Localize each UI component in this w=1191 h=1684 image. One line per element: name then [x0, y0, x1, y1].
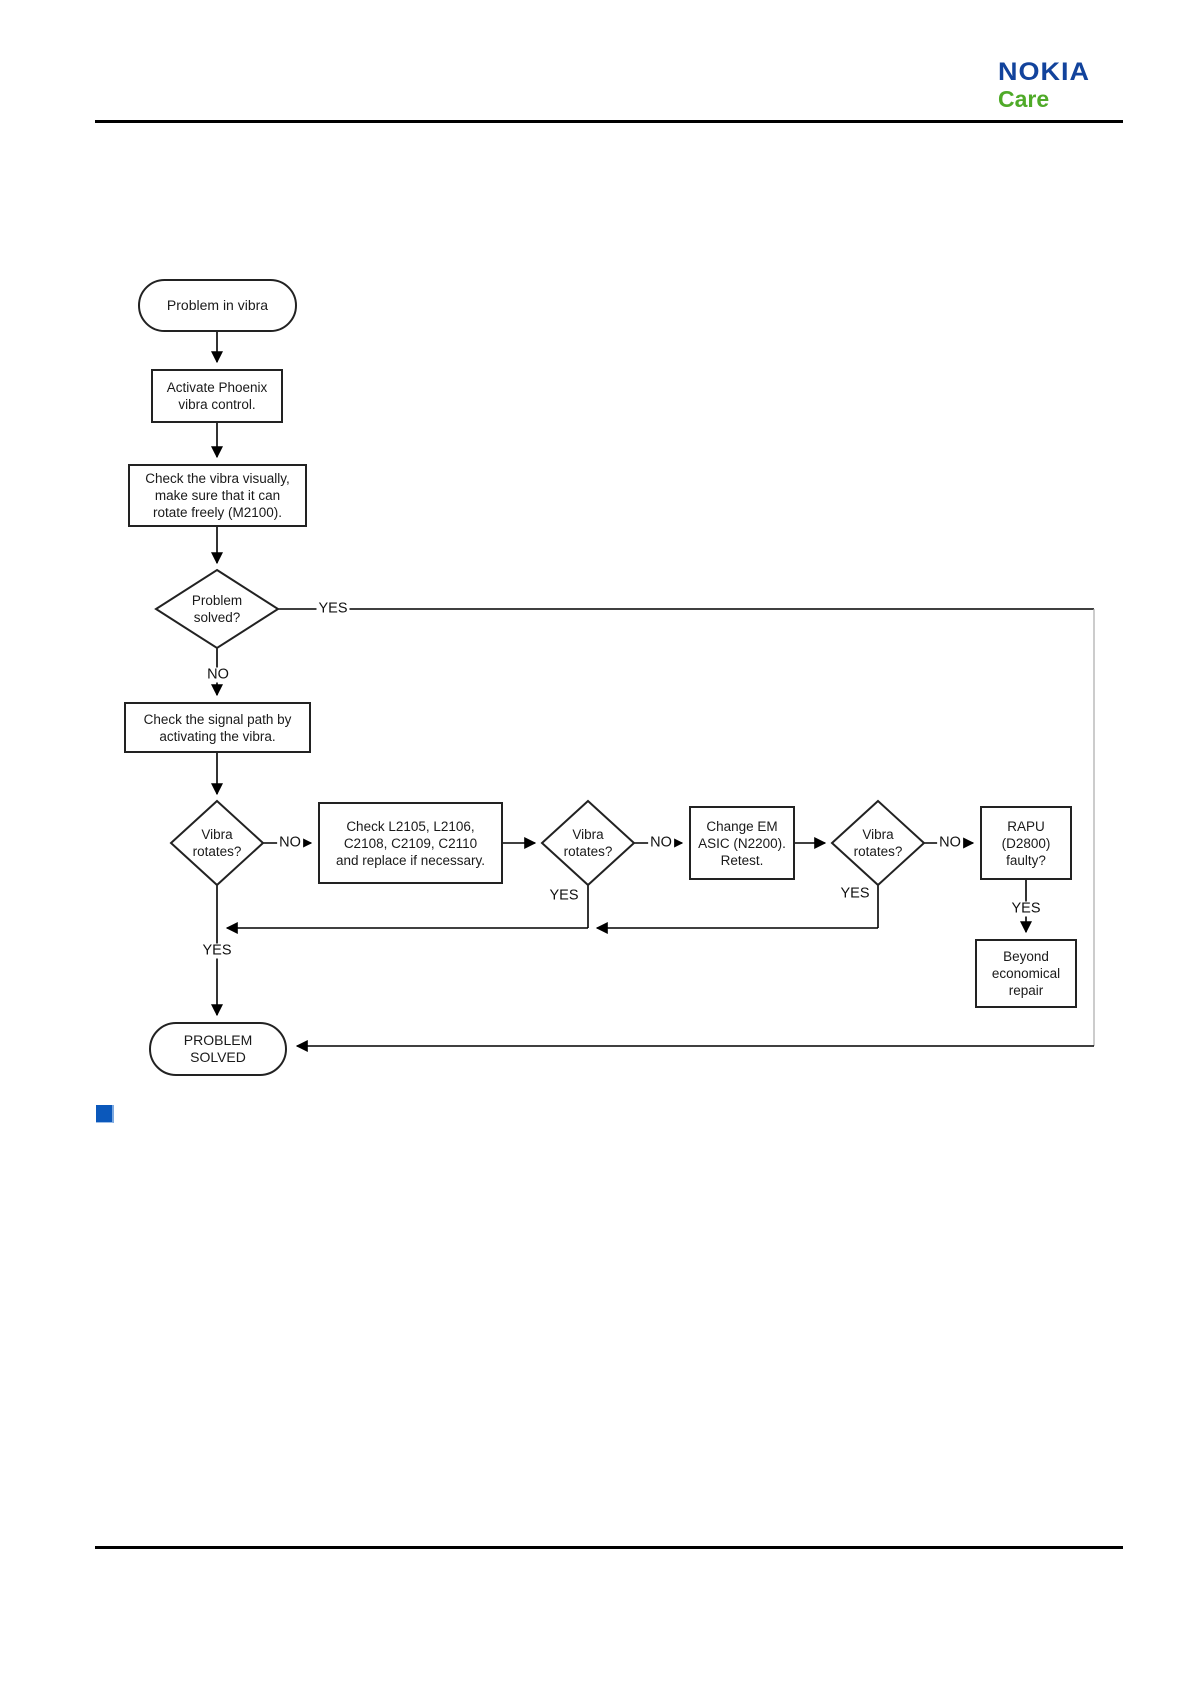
node-rapu-faulty: RAPU (D2800) faulty?	[980, 806, 1072, 880]
node-change-em-asic: Change EM ASIC (N2200). Retest.	[689, 806, 795, 880]
diamond-text-vibra-rotates-2: Vibra rotates?	[563, 827, 613, 859]
nokia-logo-text: NOKIA	[998, 58, 1090, 86]
footer-rule	[95, 1546, 1123, 1549]
diamond-text-vibra-rotates-3: Vibra rotates?	[853, 827, 903, 859]
section-bullet-square	[96, 1105, 114, 1123]
care-logo-text: Care	[998, 86, 1050, 112]
label-yes-vibra3: YES	[840, 885, 870, 902]
nokia-care-logo: NOKIA Care	[998, 60, 1128, 111]
node-activate-phoenix: Activate Phoenix vibra control.	[151, 369, 283, 423]
label-yes-vibra2: YES	[549, 887, 579, 904]
diamond-vibra-rotates-1	[169, 799, 265, 887]
diamond-problem-solved	[154, 568, 280, 650]
node-end-problem-solved: PROBLEM SOLVED	[149, 1022, 287, 1076]
label-yes-rapu: YES	[1009, 900, 1043, 917]
label-yes-problem-solved: YES	[316, 600, 350, 617]
node-check-components: Check L2105, L2106, C2108, C2109, C2110 …	[318, 802, 503, 884]
node-check-signal-path: Check the signal path by activating the …	[124, 702, 311, 753]
diamond-vibra-rotates-3	[830, 799, 926, 887]
header-rule	[95, 120, 1123, 123]
node-start: Problem in vibra	[138, 279, 297, 332]
label-yes-vibra1: YES	[200, 942, 234, 959]
diamond-vibra-rotates-2	[540, 799, 636, 887]
label-no-problem-solved: NO	[205, 666, 231, 683]
node-check-visually: Check the vibra visually, make sure that…	[128, 464, 307, 527]
node-beyond-repair: Beyond economical repair	[975, 939, 1077, 1008]
label-no-vibra2: NO	[648, 834, 674, 851]
label-no-vibra3: NO	[937, 834, 963, 851]
label-no-vibra1: NO	[277, 834, 303, 851]
diamond-text-problem-solved: Problem solved?	[191, 593, 243, 625]
diamond-text-vibra-rotates-1: Vibra rotates?	[192, 827, 242, 859]
